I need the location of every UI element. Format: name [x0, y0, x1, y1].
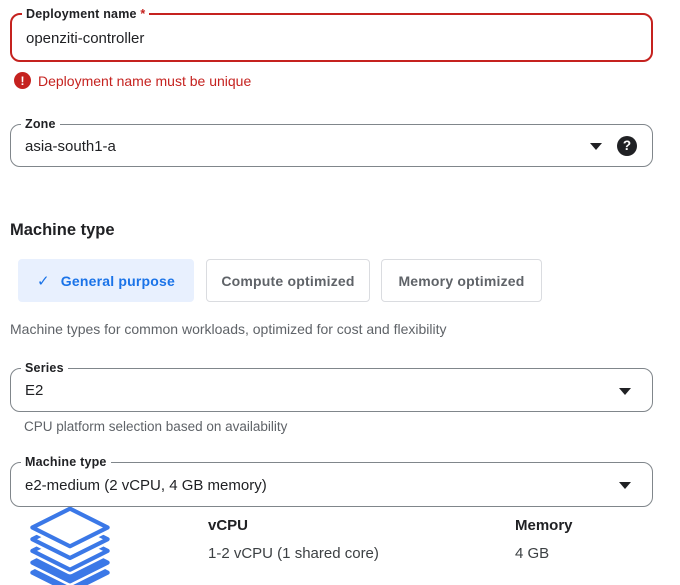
deployment-name-input[interactable]: [26, 30, 626, 47]
error-message-text: Deployment name must be unique: [38, 72, 252, 89]
check-icon: ✓: [36, 271, 50, 290]
zone-label: Zone: [21, 116, 60, 132]
tab-label: Compute optimized: [221, 272, 355, 289]
tab-compute-optimized[interactable]: Compute optimized: [206, 259, 370, 302]
series-helper-text: CPU platform selection based on availabi…: [24, 419, 288, 434]
memory-column-value: 4 GB: [515, 545, 550, 562]
chevron-down-icon: [619, 388, 631, 395]
machine-type-label: Machine type: [21, 454, 111, 470]
deployment-name-error: ! Deployment name must be unique: [14, 72, 251, 89]
machine-type-select[interactable]: Machine type e2-medium (2 vCPU, 4 GB mem…: [10, 454, 653, 507]
tab-label: Memory optimized: [398, 272, 525, 289]
vcpu-column-header: vCPU: [208, 517, 249, 534]
zone-help-icon[interactable]: ?: [617, 136, 637, 156]
required-asterisk: *: [140, 7, 146, 21]
zone-select[interactable]: Zone asia-south1-a ?: [10, 116, 653, 167]
vcpu-column-value: 1-2 vCPU (1 shared core): [208, 545, 379, 562]
deployment-name-field[interactable]: Deployment name *: [10, 6, 653, 62]
tab-label: General purpose: [60, 272, 176, 289]
chevron-down-icon: [590, 143, 602, 150]
series-value: E2: [25, 382, 44, 399]
deployment-name-label: Deployment name *: [22, 6, 150, 22]
memory-column-header: Memory: [515, 517, 573, 534]
chevron-down-icon: [619, 482, 631, 489]
tab-general-purpose[interactable]: ✓ General purpose: [18, 259, 194, 302]
layers-icon: [28, 507, 112, 585]
error-icon: !: [14, 72, 31, 89]
series-select[interactable]: Series E2: [10, 360, 653, 412]
machine-type-description: Machine types for common workloads, opti…: [10, 321, 447, 337]
tab-memory-optimized[interactable]: Memory optimized: [381, 259, 542, 302]
machine-type-heading: Machine type: [10, 221, 115, 239]
machine-type-value: e2-medium (2 vCPU, 4 GB memory): [25, 477, 267, 494]
series-label: Series: [21, 360, 68, 376]
zone-value: asia-south1-a: [25, 138, 116, 155]
